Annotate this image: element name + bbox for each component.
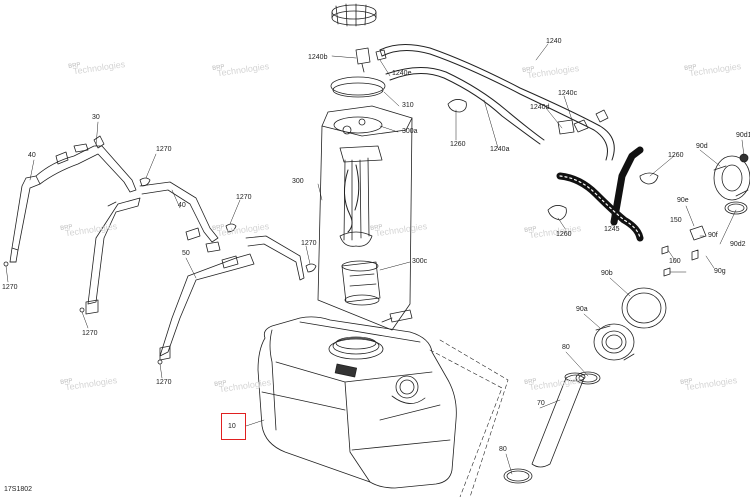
callout-1240d[interactable]: 1240d xyxy=(530,104,550,111)
callout-300a[interactable]: 300a xyxy=(402,128,418,135)
callout-1240c[interactable]: 1240c xyxy=(558,90,578,97)
callout-90d1[interactable]: 90d1 xyxy=(736,132,750,139)
document-code: 17S1802 xyxy=(4,486,33,493)
callout-100[interactable]: 100 xyxy=(669,258,681,265)
callout-1240e[interactable]: 1240e xyxy=(392,70,412,77)
tank-strap-40-right[interactable] xyxy=(139,181,221,253)
highlight-box xyxy=(221,413,246,440)
callout-1260-b[interactable]: 1260 xyxy=(556,231,572,238)
tank-strap-30[interactable] xyxy=(35,135,137,193)
callout-1240[interactable]: 1240 xyxy=(546,38,562,45)
vent-hose-1240a[interactable] xyxy=(385,67,545,145)
filler-cap-90d[interactable] xyxy=(713,153,750,215)
callout-1270-c[interactable]: 1270 xyxy=(301,240,317,247)
callout-1240b[interactable]: 1240b xyxy=(308,54,328,61)
callout-90a[interactable]: 90a xyxy=(576,306,588,313)
callout-1270-b[interactable]: 1270 xyxy=(236,194,252,201)
vent-hose-1240[interactable] xyxy=(379,44,615,161)
fuel-tank[interactable] xyxy=(257,316,457,489)
callout-80-top[interactable]: 80 xyxy=(562,344,570,351)
callout-90f[interactable]: 90f xyxy=(708,232,718,239)
bolts-100[interactable] xyxy=(661,225,707,277)
fuel-pump-assembly[interactable] xyxy=(317,3,413,331)
callout-1270-a[interactable]: 1270 xyxy=(156,146,172,153)
callout-90b[interactable]: 90b xyxy=(601,270,613,277)
tank-strap-50[interactable] xyxy=(159,235,305,361)
filler-hose-1245[interactable] xyxy=(556,146,644,242)
callout-10[interactable]: 10 xyxy=(228,423,236,430)
callout-1260-c[interactable]: 1260 xyxy=(668,152,684,159)
callout-50[interactable]: 50 xyxy=(182,250,190,257)
callout-1245[interactable]: 1245 xyxy=(604,226,620,233)
hose-clamps-80[interactable] xyxy=(503,371,601,484)
callout-40-left[interactable]: 40 xyxy=(28,152,36,159)
hose-clamps-1270[interactable] xyxy=(3,177,317,365)
callout-300[interactable]: 300 xyxy=(292,178,304,185)
callout-1270-d[interactable]: 1270 xyxy=(2,284,18,291)
callout-1270-e[interactable]: 1270 xyxy=(82,330,98,337)
filler-flange-90a[interactable] xyxy=(593,323,635,361)
callout-310[interactable]: 310 xyxy=(402,102,414,109)
hose-fittings-1240b-1240c[interactable] xyxy=(355,47,609,135)
callout-300c[interactable]: 300c xyxy=(412,258,428,265)
tank-strap-40-left[interactable] xyxy=(9,175,41,263)
callout-150[interactable]: 150 xyxy=(670,217,682,224)
callout-90d2[interactable]: 90d2 xyxy=(730,241,746,248)
callout-90d[interactable]: 90d xyxy=(696,143,708,150)
tank-strap-mid[interactable] xyxy=(85,197,141,315)
callout-70[interactable]: 70 xyxy=(537,400,545,407)
callout-40-right[interactable]: 40 xyxy=(178,202,186,209)
callout-1240a[interactable]: 1240a xyxy=(490,146,510,153)
filler-tube-70[interactable] xyxy=(531,372,586,468)
callout-80-bottom[interactable]: 80 xyxy=(499,446,507,453)
callout-30[interactable]: 30 xyxy=(92,114,100,121)
callout-90g[interactable]: 90g xyxy=(714,268,726,275)
filler-group-boundary xyxy=(429,339,509,497)
leader-lines xyxy=(5,43,745,475)
clamps-1260[interactable] xyxy=(447,99,659,221)
callout-1260-a[interactable]: 1260 xyxy=(450,141,466,148)
filler-neck-90b[interactable] xyxy=(621,287,667,329)
callout-1270-f[interactable]: 1270 xyxy=(156,379,172,386)
callout-90e[interactable]: 90e xyxy=(677,197,689,204)
